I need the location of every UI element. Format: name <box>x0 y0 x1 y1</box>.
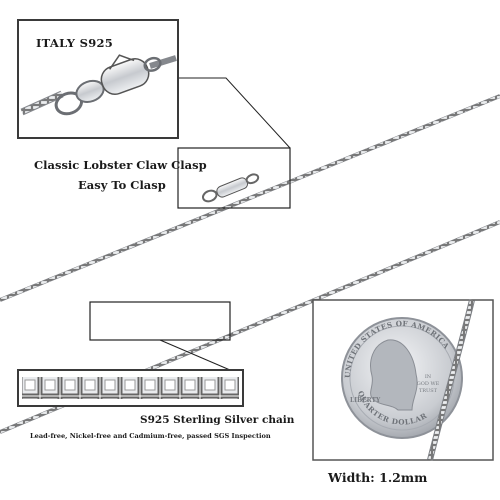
clasp-callout-frame <box>177 147 291 209</box>
chain-connector-line <box>159 339 231 371</box>
clasp-caption-subtitle: Easy To Clasp <box>78 178 166 192</box>
chain-callout-frame <box>89 301 231 341</box>
magnified-chain-panel <box>17 369 244 407</box>
clasp-material-label: ITALY S925 <box>36 36 114 50</box>
clasp-caption-title: Classic Lobster Claw Clasp <box>34 158 207 172</box>
lobster-clasp-on-chain <box>201 173 260 203</box>
clasp-detail-panel <box>17 19 179 139</box>
clasp-detail-lobster <box>54 54 162 116</box>
silver-caption-title: S925 Sterling Silver chain <box>140 414 295 426</box>
clasp-connector-line <box>178 77 291 149</box>
silver-caption-note: Lead-free, Nickel-free and Cadmium-free,… <box>30 432 271 440</box>
chain-width-label: Width: 1.2mm <box>328 470 428 485</box>
clasp-detail-chain <box>20 55 177 116</box>
coin-comparison-panel <box>312 299 494 461</box>
washington-profile <box>370 339 418 411</box>
